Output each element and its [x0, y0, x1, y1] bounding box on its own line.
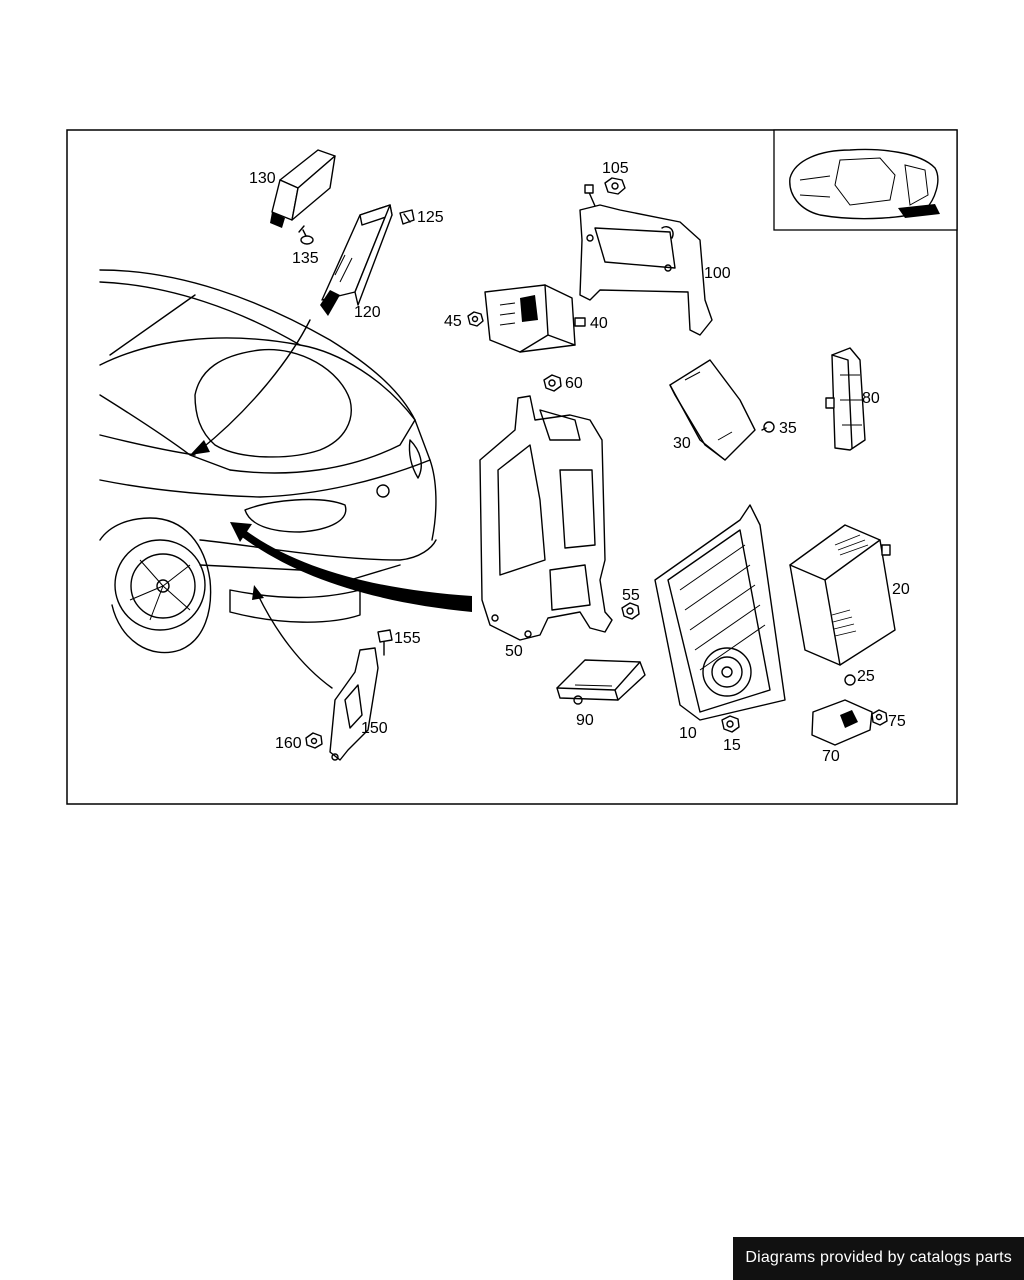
callout-125: 125	[417, 209, 444, 226]
callout-75: 75	[888, 713, 906, 730]
part-25-nut	[844, 674, 856, 686]
callout-150: 150	[361, 720, 388, 737]
part-155-bolt	[377, 629, 393, 656]
callout-25: 25	[857, 668, 875, 685]
callout-20: 20	[892, 581, 910, 598]
part-15-bolt	[721, 715, 740, 733]
part-135-bolt	[298, 225, 314, 245]
leader-arrows	[190, 319, 472, 689]
part-70-module	[811, 699, 873, 746]
callout-120: 120	[354, 304, 381, 321]
part-130-module	[270, 149, 336, 228]
part-120-module	[320, 204, 393, 316]
callout-40: 40	[590, 315, 608, 332]
part-80-module	[825, 347, 866, 451]
callout-10: 10	[679, 725, 697, 742]
part-75-nut	[871, 709, 888, 726]
callout-105: 105	[602, 160, 629, 177]
callout-90: 90	[576, 712, 594, 729]
callout-135: 135	[292, 250, 319, 267]
callout-35: 35	[779, 420, 797, 437]
callout-60: 60	[565, 375, 583, 392]
vehicle-thumbnail	[773, 129, 958, 231]
part-100-bracket	[579, 184, 713, 336]
part-10-amplifier	[654, 504, 786, 721]
part-35-bolt	[761, 421, 775, 433]
diagram-frame	[66, 129, 958, 805]
car-rear-illustration	[99, 269, 437, 654]
callout-100: 100	[704, 265, 731, 282]
callout-70: 70	[822, 748, 840, 765]
credit-text: Diagrams provided by catalogs parts	[745, 1249, 1012, 1266]
part-30-module	[669, 359, 756, 461]
part-50-bracket	[479, 395, 613, 641]
callout-130: 130	[249, 170, 276, 187]
callout-155: 155	[394, 630, 421, 647]
part-45-nut	[467, 311, 484, 327]
part-20-module	[789, 524, 896, 666]
callout-55: 55	[622, 587, 640, 604]
callout-15: 15	[723, 737, 741, 754]
part-90-module	[556, 659, 646, 705]
callout-45: 45	[444, 313, 462, 330]
credit-banner: Diagrams provided by catalogs parts	[733, 1237, 1024, 1280]
callout-160: 160	[275, 735, 302, 752]
part-40-module	[484, 284, 586, 353]
part-60-nut	[543, 374, 562, 392]
callout-50: 50	[505, 643, 523, 660]
part-150-bracket	[329, 647, 379, 761]
part-125-bolt	[399, 209, 415, 225]
callout-30: 30	[673, 435, 691, 452]
part-160-nut	[305, 732, 323, 749]
part-55-nut	[621, 602, 640, 620]
callout-80: 80	[862, 390, 880, 407]
part-105-nut	[604, 177, 626, 195]
